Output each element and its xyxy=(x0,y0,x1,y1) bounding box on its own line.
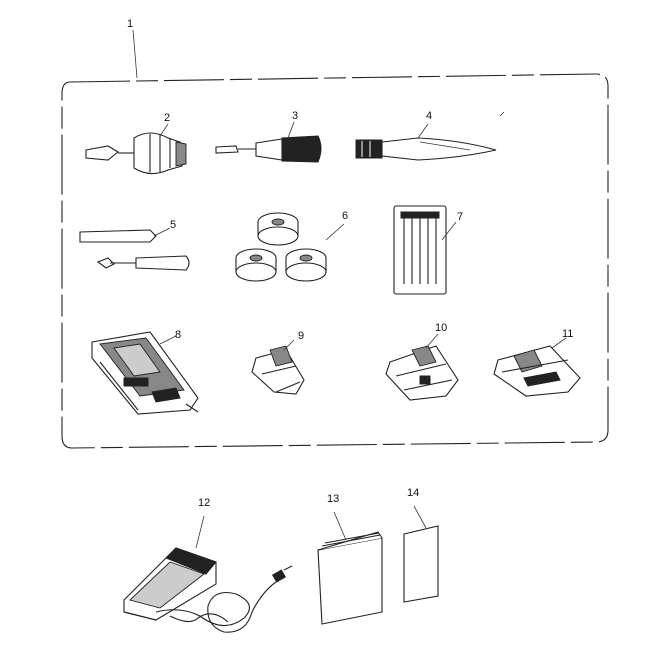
leader-line-14 xyxy=(413,505,427,529)
lint-brush-illustration xyxy=(355,111,505,161)
part-number-13: 13 xyxy=(327,493,340,505)
presser-foot-small-illustration xyxy=(251,339,305,395)
part-number-11: 11 xyxy=(562,328,574,340)
leader-line-4 xyxy=(417,123,429,139)
leader-line-1 xyxy=(132,29,138,79)
leader-line-10 xyxy=(425,333,439,349)
part-number-4: 4 xyxy=(426,110,433,122)
bobbins-illustration xyxy=(235,212,345,282)
leader-line-7 xyxy=(441,221,457,241)
leader-line-11 xyxy=(551,337,567,349)
leader-line-9 xyxy=(283,339,295,351)
part-number-14: 14 xyxy=(407,487,420,499)
leaflet-illustration xyxy=(403,505,439,603)
part-number-2: 2 xyxy=(164,112,171,124)
part-number-9: 9 xyxy=(298,330,305,342)
part-number-3: 3 xyxy=(292,110,299,122)
zigzag-foot-illustration xyxy=(385,333,459,401)
part-number-8: 8 xyxy=(175,329,182,341)
leader-line-3 xyxy=(287,121,295,139)
leader-line-6 xyxy=(325,223,345,241)
instruction-book-illustration xyxy=(317,511,383,625)
leader-line-13 xyxy=(333,511,347,541)
needle-pack-illustration xyxy=(393,205,457,295)
leader-line-12 xyxy=(195,515,205,549)
buttonhole-foot-illustration xyxy=(91,331,199,415)
part-number-12: 12 xyxy=(198,497,211,509)
satin-stitch-foot-illustration xyxy=(493,337,581,397)
part-number-10: 10 xyxy=(435,322,448,334)
part-number-6: 6 xyxy=(342,210,349,222)
leader-line-8 xyxy=(159,335,177,345)
part-number-7: 7 xyxy=(457,211,464,223)
accessory-box-outline xyxy=(61,29,609,449)
screwdriver-short-illustration xyxy=(85,123,187,175)
seam-ripper-illustration xyxy=(79,227,190,271)
leader-line-2 xyxy=(159,123,169,137)
leader-line-5 xyxy=(153,227,171,237)
screwdriver-long-illustration xyxy=(215,121,322,163)
foot-controller-illustration xyxy=(123,515,293,633)
part-number-5: 5 xyxy=(170,219,177,231)
part-number-1: 1 xyxy=(127,18,134,30)
